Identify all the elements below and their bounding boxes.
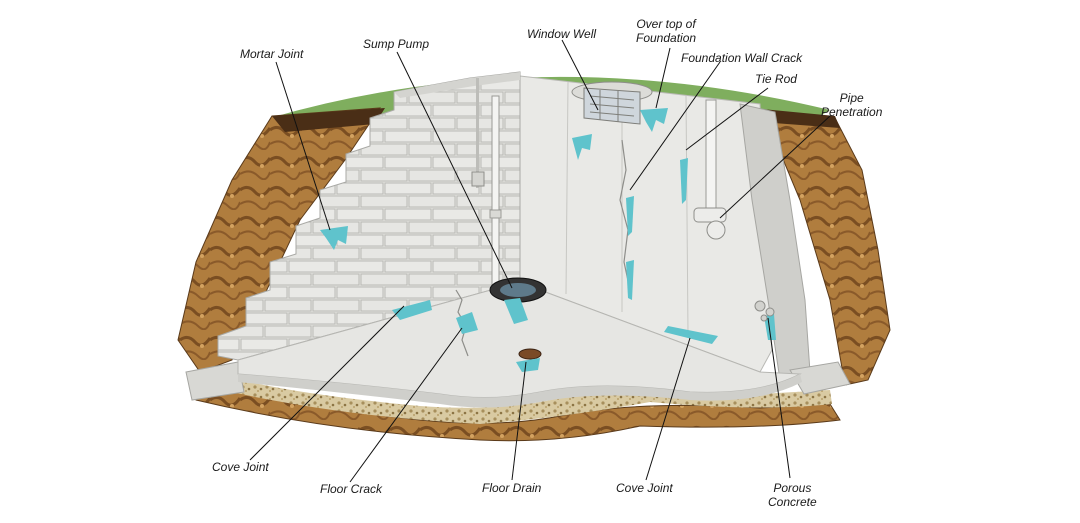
soil-left — [177, 107, 381, 373]
sump-discharge-pipe — [476, 78, 502, 287]
floor-slab-edge — [238, 374, 802, 408]
leader-mortar-joint — [275, 61, 331, 231]
label-tie-rod: Tie Rod — [755, 72, 797, 86]
water-leaks — [320, 108, 776, 372]
block-wall-edge — [394, 72, 520, 98]
leader-window-well — [561, 39, 599, 111]
label-floor-crack: Floor Crack — [320, 482, 383, 496]
label-pipe-penetration: Pipe Penetration — [821, 91, 882, 119]
label-porous-line1: Porous — [773, 481, 812, 495]
leader-floor-crack — [349, 327, 463, 483]
block-wall-left — [217, 71, 521, 361]
label-over-top-line2: Foundation — [636, 31, 697, 45]
label-sump-pump: Sump Pump — [363, 37, 430, 51]
leader-over-top — [655, 47, 671, 109]
floor-drain — [518, 348, 542, 360]
wall-seam — [685, 95, 689, 335]
leader-cove-joint-left — [249, 305, 405, 461]
soil-right — [759, 109, 891, 386]
label-porous-line2: Concrete — [768, 495, 817, 509]
label-over-top-line1: Over top of — [636, 17, 696, 31]
label-porous-concrete: Porous Concrete — [768, 481, 817, 509]
leader-porous-concrete — [767, 317, 791, 479]
label-mortar-joint: Mortar Joint — [240, 47, 304, 61]
topsoil-left — [272, 108, 385, 132]
label-floor-drain: Floor Drain — [482, 481, 542, 495]
label-cove-joint-left: Cove Joint — [212, 460, 269, 474]
leader-wall-crack — [629, 61, 721, 191]
label-pipe-line1: Pipe — [839, 91, 864, 105]
wall-seam — [565, 81, 569, 295]
footing-right — [789, 361, 851, 395]
leader-cove-joint-right — [645, 337, 691, 481]
soil-bottom — [195, 377, 841, 442]
window-well — [571, 81, 653, 125]
porous-patch — [754, 300, 775, 322]
leader-floor-drain — [511, 361, 527, 481]
pipe-penetration — [693, 99, 727, 240]
label-window-well: Window Well — [527, 27, 597, 41]
label-foundation-wall-crack: Foundation Wall Crack — [681, 51, 803, 65]
leader-sump-pump — [396, 51, 513, 289]
wall-crack-line — [619, 139, 631, 291]
gravel-layer — [205, 370, 832, 424]
footing-left — [185, 361, 245, 401]
label-cove-joint-right: Cove Joint — [616, 481, 673, 495]
label-over-top-of-foundation: Over top of Foundation — [636, 17, 696, 45]
leader-pipe-penetration — [719, 115, 831, 219]
label-pipe-line2: Penetration — [821, 105, 883, 119]
electrical-outlet — [471, 171, 485, 187]
leader-tie-rod — [685, 87, 769, 151]
